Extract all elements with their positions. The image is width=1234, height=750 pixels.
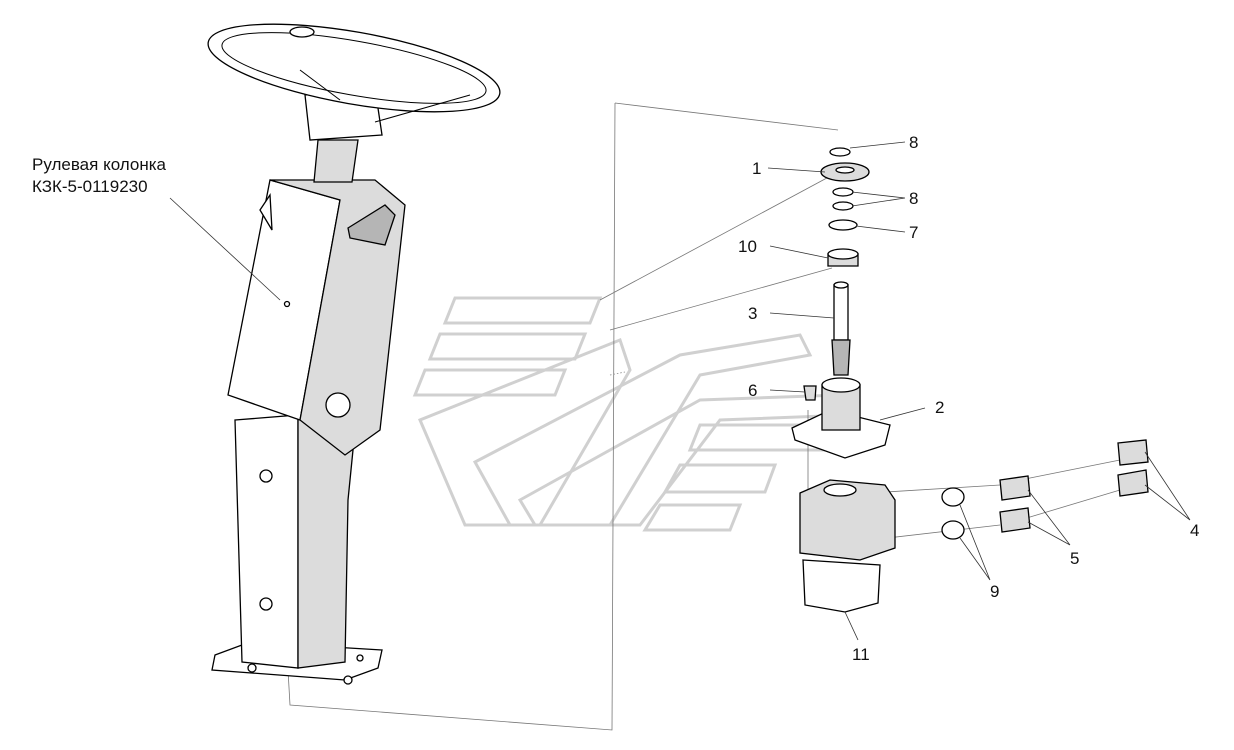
- base-bolt: [247, 663, 257, 673]
- pivot-disc: [325, 392, 351, 418]
- housing-screw: [283, 300, 291, 308]
- snap-ring-7: [828, 219, 858, 231]
- label-8-top: 8: [909, 133, 918, 152]
- ring-8-b: [832, 201, 854, 211]
- label-4: 4: [1190, 521, 1199, 540]
- wheel-spoke: [374, 94, 471, 123]
- caption-line-1: Рулевая колонка: [32, 155, 167, 174]
- post-bolt: [259, 469, 273, 483]
- part-labels: 8 1 8 7 10 3 6 2 4 5 9 11: [738, 133, 1199, 664]
- leader-lines: [767, 141, 1191, 641]
- horn-button: [289, 26, 315, 38]
- caption-leader: [169, 197, 281, 301]
- label-2: 2: [935, 398, 944, 417]
- steering-shaft: [313, 139, 359, 183]
- base-bolt: [356, 654, 364, 662]
- fitting-4-a: [1117, 439, 1149, 466]
- housing-cap: [347, 204, 396, 246]
- label-5: 5: [1070, 549, 1079, 568]
- oring-9-a: [941, 487, 965, 507]
- bolt-6: [803, 385, 817, 401]
- shaft-3-spline: [831, 339, 851, 376]
- label-10: 10: [738, 237, 757, 256]
- caption-line-2: КЗК-5-0119230: [32, 177, 148, 196]
- lower-post-front: [234, 414, 299, 669]
- label-11: 11: [852, 645, 870, 664]
- label-6: 6: [748, 381, 757, 400]
- parts-stack: [791, 147, 1149, 613]
- fitting-5-a: [999, 475, 1031, 501]
- shaft-3: [833, 284, 849, 341]
- watermark-logo: [412, 296, 853, 532]
- label-7: 7: [909, 223, 918, 242]
- connection-frame: [287, 102, 1121, 731]
- base-bolt: [343, 675, 353, 685]
- label-8: 8: [909, 189, 918, 208]
- upper-housing-side: [269, 179, 406, 456]
- steering-unit-11-motor: [802, 559, 881, 613]
- fitting-5-b: [999, 507, 1031, 533]
- label-3: 3: [748, 304, 757, 323]
- fitting-4-b: [1117, 469, 1149, 497]
- assembly-caption: Рулевая колонка КЗК-5-0119230: [32, 155, 281, 301]
- wheel-spoke: [299, 69, 341, 101]
- oring-9-b: [941, 520, 965, 540]
- label-1: 1: [752, 159, 761, 178]
- steering-unit-11: [799, 479, 896, 561]
- housing-lever: [259, 193, 273, 231]
- ring-8-a: [832, 187, 854, 197]
- label-9: 9: [990, 582, 999, 601]
- post-bolt: [259, 597, 273, 611]
- steering-column: [207, 23, 501, 685]
- steering-wheel-inner: [221, 32, 487, 104]
- ring-8-top: [829, 147, 851, 157]
